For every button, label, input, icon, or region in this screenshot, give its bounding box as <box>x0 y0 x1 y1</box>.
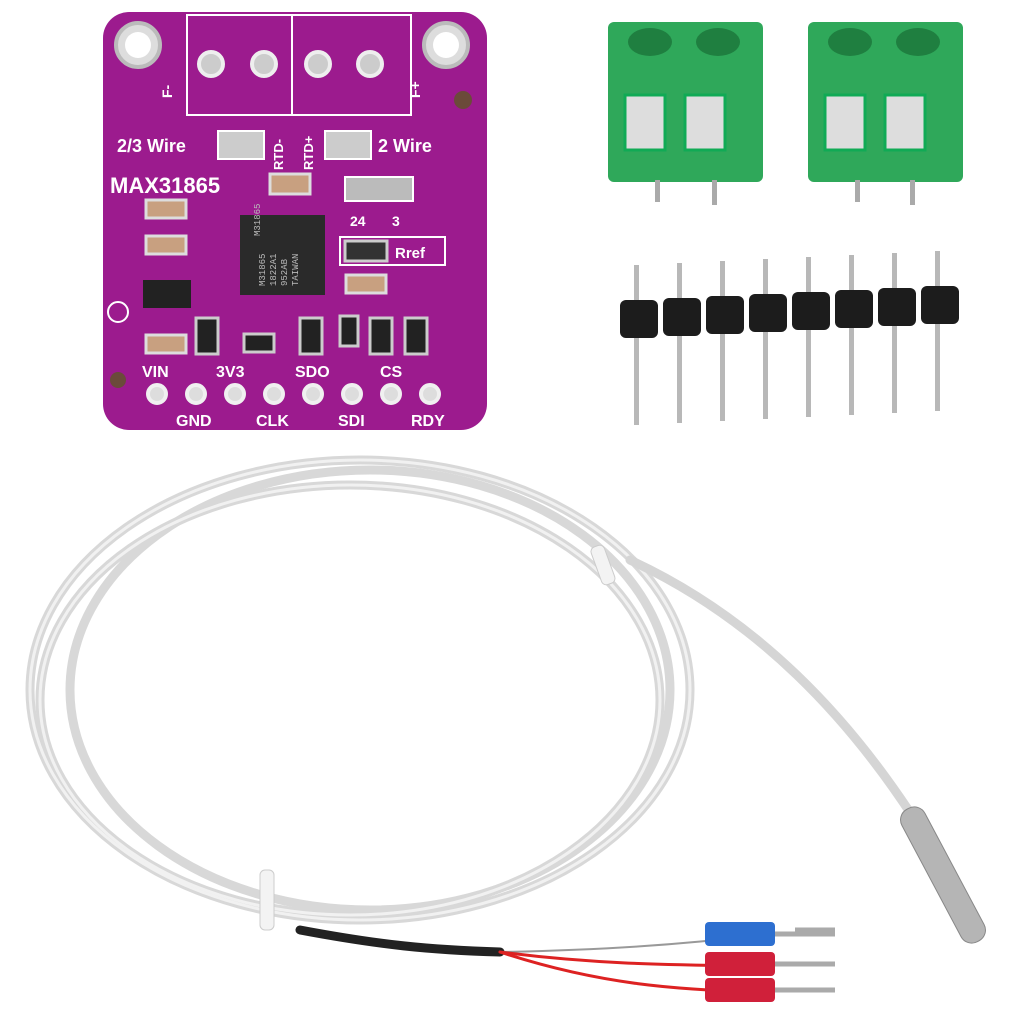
header-pin <box>892 253 897 413</box>
header-pin-body <box>878 288 916 326</box>
max31865-chip: M31865 M31865 1822A1 952AB TAIWAN <box>240 204 325 295</box>
header-pin-body <box>620 300 658 338</box>
spade-terminals <box>705 922 835 1002</box>
svg-text:CLK: CLK <box>256 413 289 430</box>
header-pin <box>634 265 639 425</box>
svg-text:CS: CS <box>380 364 403 381</box>
header-pin-body <box>921 286 959 324</box>
part-label: MAX31865 <box>110 173 220 198</box>
header-pin-body <box>835 290 873 328</box>
terminal-block <box>808 22 963 205</box>
cable-tie <box>590 544 616 586</box>
pt100-probe-cable <box>25 455 920 994</box>
pin-labels: VIN 3V3 SDO CS GND CLK SDI RDY <box>142 364 445 430</box>
probe-tip <box>900 806 986 944</box>
jumper-24-label: 24 <box>350 213 366 229</box>
header-pin <box>763 259 768 419</box>
header-pin-body <box>749 294 787 332</box>
svg-text:3V3: 3V3 <box>216 364 245 381</box>
header-pin <box>849 255 854 415</box>
header-pin <box>720 261 725 421</box>
svg-text:TAIWAN: TAIWAN <box>291 254 301 286</box>
svg-text:M31865: M31865 <box>253 204 263 236</box>
wire-2-label: 2 Wire <box>378 136 432 156</box>
svg-text:SDI: SDI <box>338 413 365 430</box>
header-pin-body <box>663 298 701 336</box>
svg-text:1822A1: 1822A1 <box>269 254 279 286</box>
svg-text:GND: GND <box>176 413 212 430</box>
svg-text:952AB: 952AB <box>280 258 290 286</box>
header-pin <box>677 263 682 423</box>
rtd-plus-label: RTD+ <box>301 135 316 170</box>
cable-tie <box>259 869 275 931</box>
rtd-minus-label: RTD- <box>271 139 286 170</box>
max31865-board: F- F+ 2/3 Wire 2 Wire RTD- RTD+ MAX31865… <box>103 12 487 430</box>
f-plus-label: F+ <box>407 81 423 98</box>
pin-header <box>620 251 959 425</box>
header-holes <box>146 383 441 405</box>
f-minus-label: F- <box>159 84 175 98</box>
rref-label: Rref <box>395 245 426 262</box>
jumper-3-label: 3 <box>392 213 400 229</box>
wire-23-label: 2/3 Wire <box>117 136 186 156</box>
svg-text:SDO: SDO <box>295 364 330 381</box>
terminal-block <box>608 22 763 205</box>
header-pin-body <box>792 292 830 330</box>
header-pin <box>935 251 940 411</box>
svg-text:M31865: M31865 <box>258 254 268 286</box>
svg-text:RDY: RDY <box>411 413 445 430</box>
svg-text:VIN: VIN <box>142 364 169 381</box>
header-pin-body <box>706 296 744 334</box>
header-pin <box>806 257 811 417</box>
